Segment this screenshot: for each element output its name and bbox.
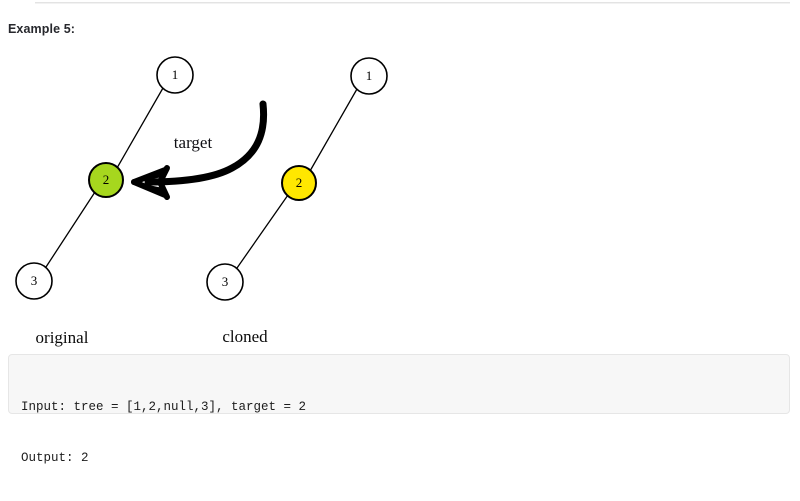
node-original-1[interactable]: 1	[156, 56, 194, 94]
node-original-3[interactable]: 3	[15, 262, 53, 300]
edge-cloned-2-to-3	[236, 194, 289, 269]
top-divider-shadow	[35, 3, 790, 4]
code-line-output: Output: 2	[21, 451, 89, 465]
node-original-2-target[interactable]: 2	[88, 162, 124, 198]
node-cloned-1[interactable]: 1	[350, 57, 388, 95]
node-cloned-3[interactable]: 3	[206, 263, 244, 301]
caption-original: original	[36, 328, 89, 347]
node-cloned-3-label: 3	[222, 274, 229, 289]
example-panel: Example 5: 1 2 3	[0, 2, 800, 465]
caption-cloned: cloned	[222, 327, 268, 346]
code-line-input: Input: tree = [1,2,null,3], target = 2	[21, 400, 307, 414]
node-original-1-label: 1	[172, 67, 179, 82]
page-title: Example 5:	[8, 22, 76, 36]
cloned-tree: 1 2 3	[206, 57, 388, 301]
top-divider	[35, 2, 790, 3]
target-arrow-icon	[131, 100, 268, 200]
node-original-3-label: 3	[31, 273, 38, 288]
edge-original-2-to-3	[45, 191, 96, 268]
node-cloned-2-target[interactable]: 2	[281, 165, 317, 201]
code-content: Input: tree = [1,2,null,3], target = 2 O…	[9, 355, 789, 501]
tree-diagram-figure: 1 2 3 1	[0, 40, 800, 350]
node-cloned-2-label: 2	[296, 175, 303, 190]
edge-original-1-to-2	[116, 87, 164, 169]
node-cloned-1-label: 1	[366, 68, 373, 83]
target-annotation-label: target	[174, 133, 213, 152]
example-code-block: Input: tree = [1,2,null,3], target = 2 O…	[8, 354, 790, 465]
node-original-2-label: 2	[103, 172, 110, 187]
edge-cloned-1-to-2	[309, 88, 358, 172]
original-tree: 1 2 3	[15, 56, 194, 300]
